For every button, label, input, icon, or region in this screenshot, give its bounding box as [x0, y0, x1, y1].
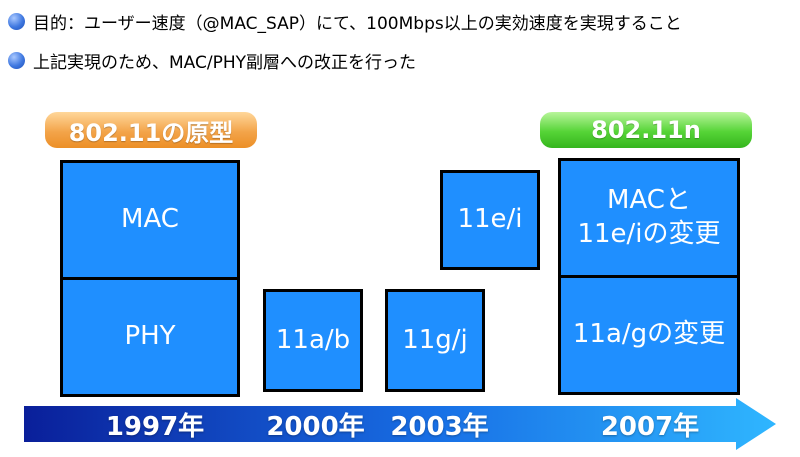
block-11ei-label: 11e/i	[457, 204, 523, 235]
bullet-amendment: 上記実現のため、MAC/PHY副層への改正を行った	[8, 47, 416, 73]
timeline-arrow	[24, 398, 776, 450]
block-11ab: 11a/b	[263, 289, 363, 392]
block-11ei: 11e/i	[440, 170, 540, 270]
year-2000: 2000年	[266, 411, 365, 442]
bullet-amendment-text: 上記実現のため、MAC/PHY副層への改正を行った	[33, 52, 417, 73]
year-1997: 1997年	[105, 411, 205, 442]
label-original-standard: 802.11の原型	[45, 112, 257, 148]
block-mac-80211n: MACと 11e/iの変更	[558, 158, 740, 278]
block-mac-original: MAC	[60, 160, 240, 280]
block-11ab-label: 11a/b	[275, 324, 351, 355]
block-mac-n-line1: MACと	[607, 185, 691, 216]
block-phy-n-label: 11a/gの変更	[572, 319, 726, 350]
block-phy-label: PHY	[124, 321, 176, 352]
block-mac-n-line2: 11e/iの変更	[577, 219, 721, 249]
block-phy-80211n: 11a/gの変更	[558, 275, 740, 395]
bullet-dot-icon	[8, 51, 25, 69]
block-phy-original: PHY	[60, 277, 240, 397]
bullet-goal-text: 目的：ユーザー速度（@MAC_SAP）にて、100Mbps以上の実効速度を実現す…	[33, 13, 682, 34]
year-2007: 2007年	[600, 411, 700, 442]
bullet-dot-icon	[8, 12, 25, 30]
block-11gj-label: 11g/j	[402, 324, 468, 355]
year-2003: 2003年	[390, 411, 489, 442]
bullet-goal: 目的：ユーザー速度（@MAC_SAP）にて、100Mbps以上の実効速度を実現す…	[8, 8, 682, 34]
label-80211n: 802.11n	[540, 112, 752, 148]
block-mac-label: MAC	[121, 204, 179, 235]
block-11gj: 11g/j	[385, 289, 485, 392]
